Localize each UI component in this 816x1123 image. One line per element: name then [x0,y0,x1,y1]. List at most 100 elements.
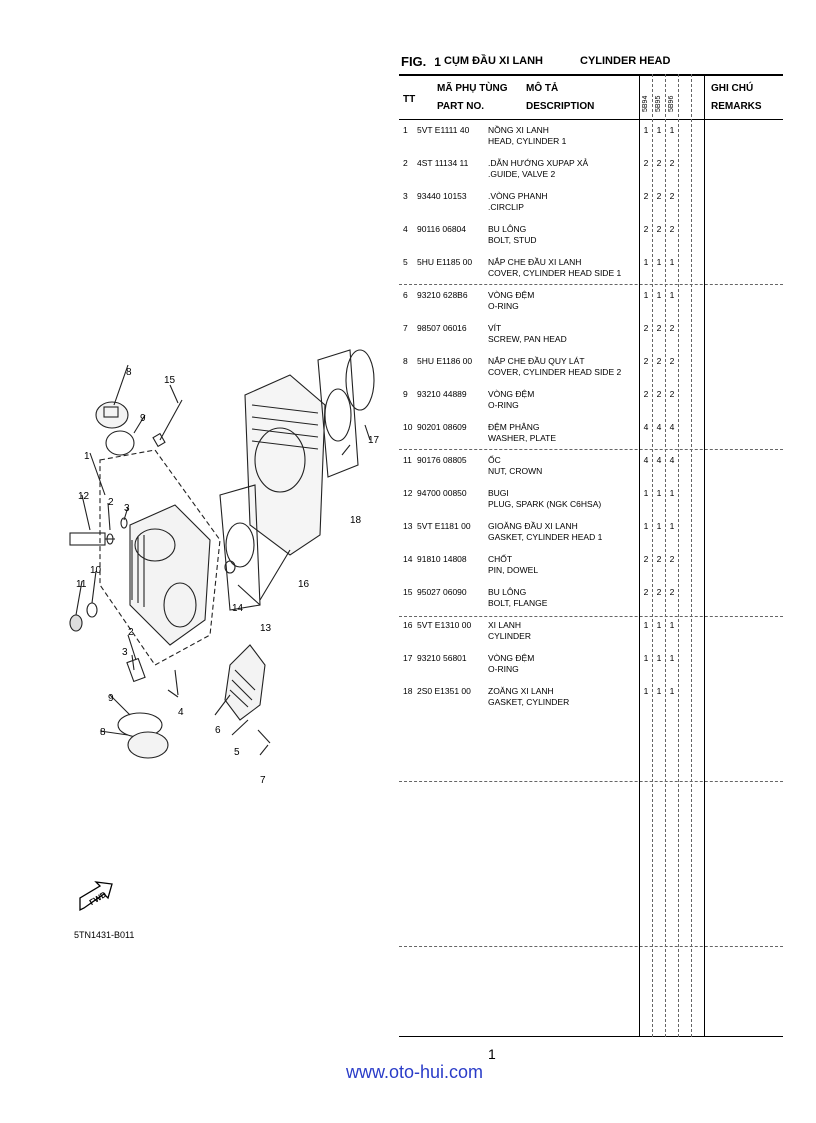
description-en: NUT, CROWN [488,466,543,476]
quantity: 4 [669,455,675,465]
row-index: 7 [403,323,408,333]
quantity: 1 [669,290,675,300]
quantity: 1 [643,257,649,267]
quantity: 2 [669,158,675,168]
quantity: 1 [643,620,649,630]
table-top-rule [399,74,783,76]
part-number: 93210 44889 [417,389,467,399]
description-en: .CIRCLIP [488,202,524,212]
row-index: 18 [403,686,413,696]
description-vi: VÒNG ĐỆM [488,653,535,663]
callout: 1 [84,451,90,462]
quantity: 2 [669,224,675,234]
description-en: O-RING [488,664,519,674]
quantity: 4 [669,422,675,432]
quantity: 2 [643,356,649,366]
description-en: GASKET, CYLINDER [488,697,570,707]
description-vi: BU LÔNG [488,224,527,234]
callout: 7 [260,775,266,786]
col-part-no-vi: MÃ PHỤ TÙNG [437,83,508,94]
col-divider [639,74,640,1037]
quantity: 2 [669,554,675,564]
quantity: 1 [643,488,649,498]
group-divider [399,946,783,947]
quantity: 2 [656,356,662,366]
description-vi: ĐỆM PHẲNG [488,422,540,432]
quantity: 2 [643,389,649,399]
quantity: 1 [656,620,662,630]
page-number: 1 [488,1046,496,1062]
side-cover-part [224,644,266,721]
callout: 2 [108,497,114,508]
row-index: 10 [403,422,413,432]
group-divider [399,284,783,285]
quantity: 2 [669,323,675,333]
title-vietnamese: CỤM ĐẦU XI LANH [444,55,543,67]
description-vi: .VÒNG PHANH [488,191,548,201]
row-index: 9 [403,389,408,399]
part-number: 5HU E1185 00 [417,257,473,267]
title-english: CYLINDER HEAD [580,55,671,67]
quantity: 2 [643,224,649,234]
callout: 9 [140,413,146,424]
row-index: 14 [403,554,413,564]
fwd-arrow-icon: FWD [79,881,113,912]
quantity: 1 [656,653,662,663]
quantity: 1 [669,620,675,630]
quantity: 2 [669,191,675,201]
description-vi: VÒNG ĐỆM [488,389,535,399]
row-index: 11 [403,455,412,465]
col-model: 5B95 [655,95,662,112]
description-vi: ZOĂNG XI LANH [488,686,554,696]
description-vi: VÍT [488,323,502,333]
quantity: 1 [669,686,675,696]
row-index: 15 [403,587,413,597]
part-number: 5VT E1111 40 [417,125,470,135]
quantity: 1 [656,125,662,135]
quantity: 1 [656,257,662,267]
description-vi: NẮP CHE ĐẦU QUY LÁT [488,356,585,366]
col-desc-en: DESCRIPTION [526,101,595,112]
quantity: 1 [643,290,649,300]
quantity: 1 [669,125,675,135]
diagram-code: 5TN1431-B011 [74,930,135,940]
col-divider [678,74,679,1037]
col-divider [704,74,705,1037]
callout: 18 [350,515,362,526]
callout: 4 [178,707,184,718]
description-en: WASHER, PLATE [488,433,557,443]
quantity: 1 [643,521,649,531]
fig-prefix: FIG. [401,54,427,69]
quantity: 2 [656,158,662,168]
description-vi: VÒNG ĐỆM [488,290,535,300]
callout: 16 [298,579,310,590]
quantity: 2 [656,389,662,399]
description-vi: BU LÔNG [488,587,527,597]
part-number: 94700 00850 [417,488,467,498]
quantity: 1 [656,521,662,531]
quantity: 1 [656,686,662,696]
callout: 2 [128,627,134,638]
row-index: 12 [403,488,413,498]
quantity: 1 [656,488,662,498]
col-divider [652,74,653,1037]
exploded-diagram: 8 15 9 1 12 2 3 10 11 2 3 4 9 8 6 5 7 14… [69,349,380,786]
callout: 6 [215,725,221,736]
part-number: 93210 56801 [417,653,467,663]
website-link[interactable]: www.oto-hui.com [346,1062,484,1082]
row-index: 5 [403,257,408,267]
callout: 8 [126,367,132,378]
row-index: 16 [403,620,413,630]
quantity: 1 [656,290,662,300]
row-index: 4 [403,224,408,234]
callout: 13 [260,623,272,634]
part-number: 5VT E1181 00 [417,521,471,531]
description-en: .GUIDE, VALVE 2 [488,169,556,179]
